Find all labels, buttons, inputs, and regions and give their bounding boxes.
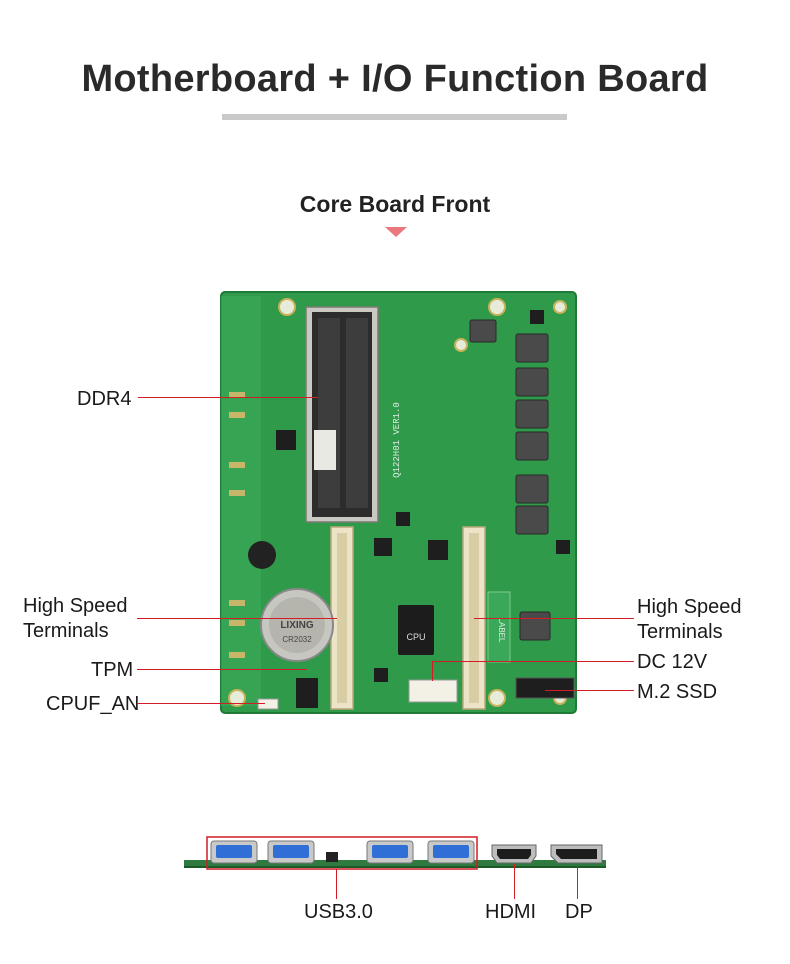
ddr4-slot [305,306,379,523]
cpu-chip [398,605,434,655]
callout-cpuf-an: CPUF_AN [46,693,140,715]
label-area [487,591,511,663]
callout-usb30: USB3.0 [304,901,373,923]
callout-hdmi: HDMI [485,901,537,923]
io-board-side-view [184,836,606,870]
battery-brand-text: LIXING [280,620,314,631]
usb-port-icon [427,840,475,864]
label-area-text: LABEL [497,618,506,643]
buzzer [248,541,276,569]
leader-m2-ssd [545,690,634,691]
displayport-icon [550,844,603,864]
callout-dp: DP [565,901,593,923]
mounting-holes [228,298,567,707]
callout-dc-12v: DC 12V [637,651,708,673]
cpu-fan-connector [257,698,279,710]
small-switch [326,852,338,862]
board-code-text: Q122H01 VER1.0 [392,402,402,478]
callout-m2-ssd: M.2 SSD [637,681,718,703]
m2-ssd-slot [515,677,575,699]
usb-group-outline [206,836,478,870]
leader-usb30 [336,869,337,899]
cpu-label-text: CPU [406,632,425,642]
leader-dc-12v [432,661,634,662]
section-subtitle: Core Board Front [299,191,491,217]
usb-port-icon [366,840,414,864]
leader-dp [577,864,578,899]
small-ics [276,310,570,682]
callout-tpm: TPM [91,659,134,681]
hdmi-port-icon [491,844,537,864]
leader-tpm [137,669,307,670]
usb-port-icon [267,840,315,864]
leader-high-speed-left [137,618,337,619]
leader-hdmi [514,864,515,899]
leader-ddr4 [138,397,318,398]
edge-pads [229,392,245,658]
leader-cpuf-an [137,703,265,704]
cmos-battery [260,588,334,662]
page-title: Motherboard + I/O Function Board [81,58,709,100]
callout-high-speed-left: High Speed Terminals [23,595,128,642]
leader-high-speed-right [474,618,634,619]
battery-model-text: CR2032 [282,635,312,644]
dc-12v-connector [408,679,458,703]
leader-dc-12v-drop [432,661,433,681]
usb-port-icon [210,840,258,864]
callout-high-speed-right: High Speed Terminals [637,596,742,643]
down-triangle-icon [385,227,407,237]
power-inductors [469,319,551,641]
tpm-header [296,678,318,708]
callout-ddr4: DDR4 [77,388,132,410]
title-underline [222,114,567,120]
